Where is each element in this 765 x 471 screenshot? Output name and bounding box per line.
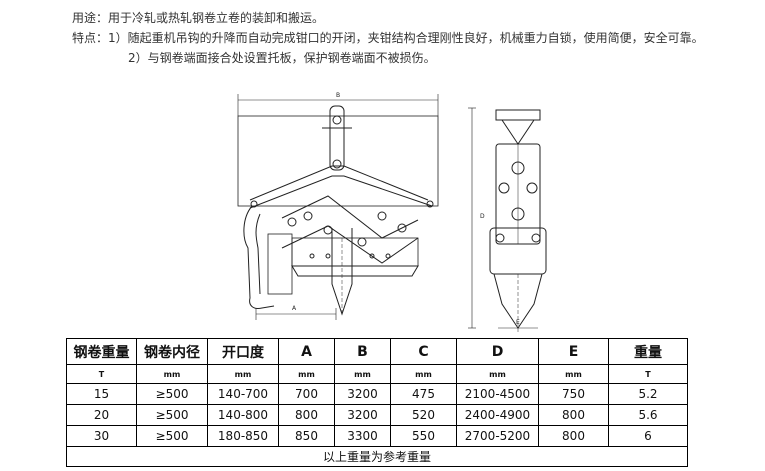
unit-cell: T <box>66 364 137 384</box>
table-cell: 800 <box>538 404 609 426</box>
table-cell: 520 <box>390 404 457 426</box>
table-cell: 20 <box>66 404 137 426</box>
table-cell: 750 <box>538 383 609 405</box>
header-weight: 重量 <box>608 338 688 365</box>
unit-cell: mm <box>456 364 539 384</box>
feature-line-2: 2）与钢卷端面接合处设置托板，保护钢卷端面不被损伤。 <box>128 51 436 65</box>
intro-text: 用途：用于冷轧或热轧钢卷立卷的装卸和搬运。 特点：1）随起重机吊钩的升降而自动完… <box>72 8 752 68</box>
spec-table: 钢卷重量 钢卷内径 开口度 A B C D E 重量 T mm mm mm mm… <box>66 338 688 467</box>
table-cell: 180-850 <box>207 425 279 447</box>
table-cell: 3200 <box>334 383 391 405</box>
dimension-label-a: A <box>292 305 297 312</box>
unit-cell: mm <box>278 364 335 384</box>
header-a: A <box>278 338 335 365</box>
header-inner-diameter: 钢卷内径 <box>136 338 208 365</box>
table-cell: 5.6 <box>608 404 688 426</box>
table-cell: 850 <box>278 425 335 447</box>
header-coil-weight: 钢卷重量 <box>66 338 137 365</box>
unit-cell: mm <box>136 364 208 384</box>
coil-clamp-drawing: B A D E <box>237 92 547 332</box>
table-cell: 800 <box>278 404 335 426</box>
dimension-label-d: D <box>480 213 485 220</box>
table-cell: 30 <box>66 425 137 447</box>
table-cell: 2400-4900 <box>456 404 539 426</box>
table-cell: ≥500 <box>136 425 208 447</box>
table-cell: 550 <box>390 425 457 447</box>
table-cell: ≥500 <box>136 404 208 426</box>
table-cell: 700 <box>278 383 335 405</box>
table-cell: ≥500 <box>136 383 208 405</box>
dimension-label-e: E <box>516 319 520 326</box>
footer-row: 以上重量为参考重量 <box>66 446 688 467</box>
table-cell: 15 <box>66 383 137 405</box>
unit-cell: mm <box>207 364 279 384</box>
header-e: E <box>538 338 609 365</box>
table-cell: 3200 <box>334 404 391 426</box>
table-row: 30 ≥500 180-850 850 3300 550 2700-5200 8… <box>66 425 688 447</box>
table-cell: 6 <box>608 425 688 447</box>
table-row: 15 ≥500 140-700 700 3200 475 2100-4500 7… <box>66 383 688 405</box>
usage-line: 用途：用于冷轧或热轧钢卷立卷的装卸和搬运。 <box>72 11 325 25</box>
table-cell: 800 <box>538 425 609 447</box>
unit-cell: T <box>608 364 688 384</box>
header-b: B <box>334 338 391 365</box>
dimension-label-b: B <box>336 92 340 99</box>
table-row: 20 ≥500 140-800 800 3200 520 2400-4900 8… <box>66 404 688 426</box>
feature-line-1: 特点：1）随起重机吊钩的升降而自动完成钳口的开闭，夹钳结构合理刚性良好，机械重力… <box>72 31 704 45</box>
table-cell: 5.2 <box>608 383 688 405</box>
header-opening: 开口度 <box>207 338 279 365</box>
table-cell: 140-800 <box>207 404 279 426</box>
table-cell: 2100-4500 <box>456 383 539 405</box>
header-c: C <box>390 338 457 365</box>
unit-cell: mm <box>538 364 609 384</box>
table-cell: 475 <box>390 383 457 405</box>
header-d: D <box>456 338 539 365</box>
unit-cell: mm <box>390 364 457 384</box>
table-footnote: 以上重量为参考重量 <box>66 446 688 467</box>
unit-cell: mm <box>334 364 391 384</box>
table-cell: 140-700 <box>207 383 279 405</box>
header-row: 钢卷重量 钢卷内径 开口度 A B C D E 重量 <box>66 338 688 365</box>
table-cell: 3300 <box>334 425 391 447</box>
unit-row: T mm mm mm mm mm mm mm T <box>66 364 688 384</box>
table-cell: 2700-5200 <box>456 425 539 447</box>
